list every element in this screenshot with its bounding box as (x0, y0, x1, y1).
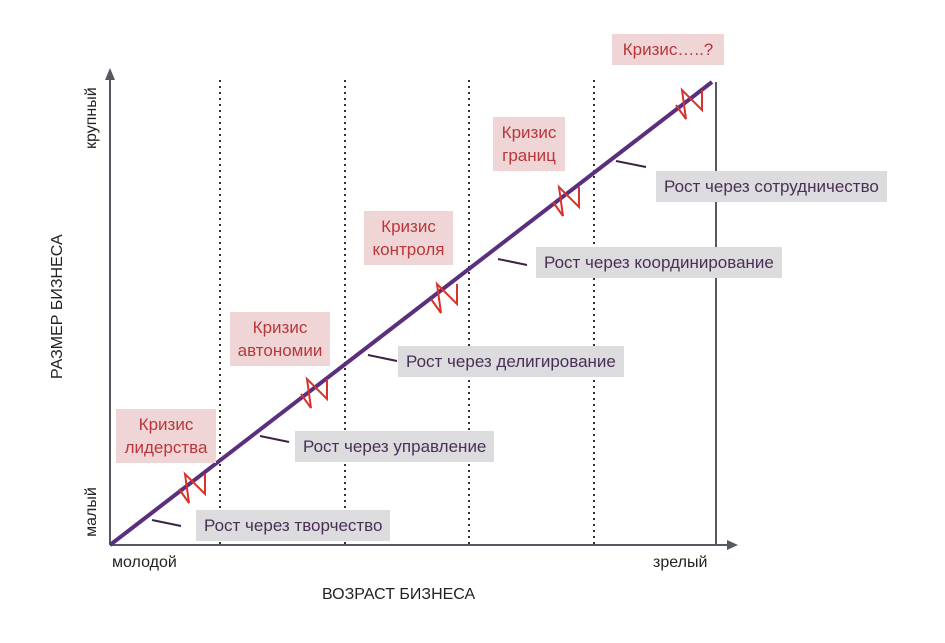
growth-phase-label: Рост через управление (295, 431, 495, 462)
crisis-markers (178, 87, 703, 504)
crisis-label-line1: Кризис…..? (622, 40, 714, 59)
crisis-label-line2: контроля (372, 240, 445, 259)
crisis-zigzag-icon (552, 184, 580, 217)
crisis-zigzag-icon (430, 281, 458, 314)
leader-line (615, 160, 647, 168)
leader-line (497, 258, 528, 266)
growth-phase-label: Рост через сотрудничество (656, 171, 887, 202)
crisis-label: Кризис автономии (230, 312, 330, 366)
crisis-label-line1: Кризис (501, 123, 557, 142)
leader-line (367, 354, 398, 362)
x-axis-low-label: молодой (112, 554, 177, 571)
crisis-label: Кризис границ (493, 117, 565, 171)
y-axis-arrow-icon (105, 68, 115, 80)
leader-line (259, 435, 290, 443)
growth-trend-line (108, 80, 714, 547)
crisis-label-line1: Кризис (138, 415, 194, 434)
growth-phase-label: Рост через творчество (196, 510, 391, 541)
crisis-label: Кризис…..? (612, 34, 724, 65)
crisis-label-line2: автономии (237, 341, 323, 360)
y-axis-title: РАЗМЕР БИЗНЕСА (49, 234, 66, 379)
y-axis-high-label: крупный (83, 87, 100, 149)
crisis-zigzag-icon (675, 87, 703, 120)
crisis-zigzag-icon (300, 376, 328, 409)
crisis-label-line1: Кризис (381, 217, 436, 236)
y-axis-low-label: малый (83, 487, 100, 537)
growth-phase-label: Рост через координирование (536, 247, 782, 278)
crisis-label-line2: лидерства (124, 438, 208, 457)
crisis-zigzag-icon (178, 471, 206, 504)
crisis-label: Кризис лидерства (116, 409, 216, 463)
x-axis-title: ВОЗРАСТ БИЗНЕСА (322, 586, 476, 603)
crisis-label-line2: границ (502, 146, 556, 165)
leader-line (151, 519, 182, 527)
crisis-label: Кризис контроля (364, 211, 453, 265)
x-axis-arrow-icon (727, 540, 738, 550)
growth-phase-label: Рост через делигирование (398, 346, 624, 377)
phase-leaders (151, 160, 647, 527)
crisis-label-line1: Кризис (252, 318, 308, 337)
x-axis-high-label: зрелый (653, 554, 708, 571)
